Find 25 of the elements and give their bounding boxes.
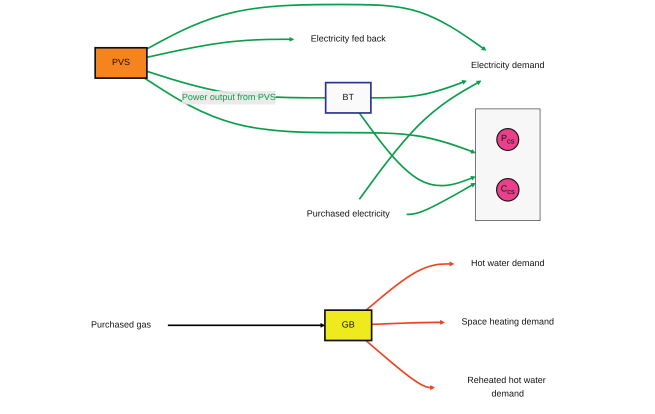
node-circle: C$_{cs}$ — [496, 178, 520, 202]
arrow — [358, 112, 476, 186]
arrow — [372, 320, 445, 326]
node-text: Purchased electricity — [306, 209, 390, 219]
node-text: Hot water demand — [471, 258, 545, 268]
node-text: Electricity fed back — [310, 34, 386, 44]
arrow — [366, 261, 454, 311]
node-box: GB — [324, 309, 372, 342]
node-text: Purchased gas — [91, 320, 152, 330]
node-text: Reheated hot water demand — [467, 376, 546, 399]
arrow — [406, 182, 476, 216]
arrow — [370, 80, 467, 99]
arrow — [365, 340, 435, 390]
arrow — [358, 80, 482, 200]
node-box: BT — [324, 82, 372, 114]
arrow — [146, 36, 294, 58]
node-circle: P$_{cs}$ — [496, 128, 520, 152]
node-text: Electricity demand — [471, 60, 545, 70]
arrow — [144, 77, 476, 154]
arrow — [146, 4, 486, 51]
arrow — [168, 322, 326, 328]
edge-label: Power output from PVS — [182, 92, 276, 102]
node-text: Space heating demand — [462, 317, 554, 327]
node-box: PVS — [94, 46, 148, 79]
cluster — [475, 108, 540, 221]
